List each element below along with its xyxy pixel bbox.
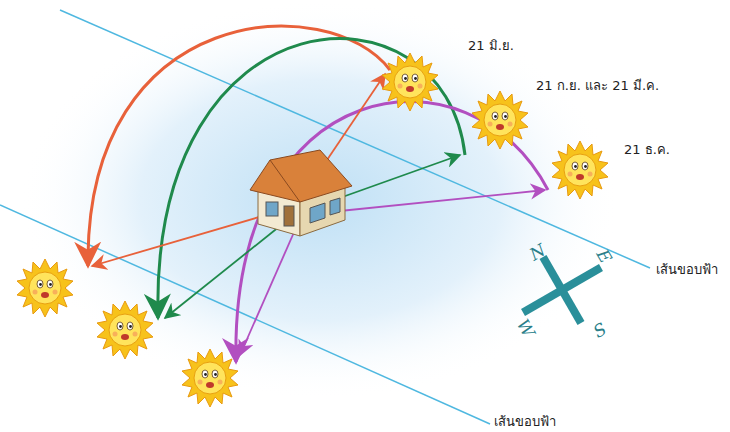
date-label: 21 ธ.ค. xyxy=(624,142,670,158)
house xyxy=(250,150,352,236)
horizon-label: เส้นขอบฟ้า xyxy=(656,262,718,278)
compass-letter: S xyxy=(590,318,610,341)
date-label: 21 ก.ย. และ 21 มี.ค. xyxy=(536,78,659,94)
compass xyxy=(504,235,620,346)
date-label: 21 มิ.ย. xyxy=(468,38,514,54)
horizon-label: เส้นขอบฟ้า xyxy=(494,414,556,430)
